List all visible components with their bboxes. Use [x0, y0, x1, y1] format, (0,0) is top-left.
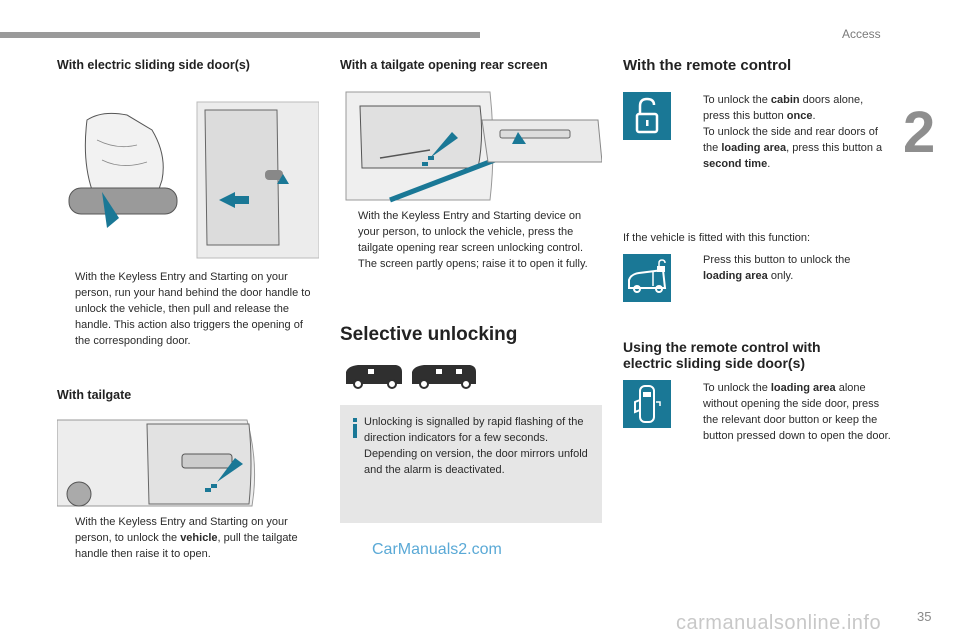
remote-item-loading-only: Press this button to unlock the loading …: [703, 254, 851, 282]
remote-item-cabin: To unlock the cabin doors alone, press t…: [703, 94, 864, 122]
van-unlock-icon: [628, 259, 667, 293]
fitted-function-text: If the vehicle is fitted with this funct…: [623, 232, 811, 244]
van-top-view-icon: [634, 385, 661, 423]
paragraph-tailgate: With the Keyless Entry and Starting on y…: [75, 516, 298, 560]
chapter-number: 2: [903, 100, 936, 165]
remote-unlock-button-tile: [623, 92, 671, 140]
page-number: 35: [917, 609, 932, 624]
heading-remote-control: With the remote control: [623, 57, 792, 74]
paragraph-rear-screen: With the Keyless Entry and Starting devi…: [358, 210, 588, 270]
paragraph-sliding-door: With the Keyless Entry and Starting on y…: [75, 271, 311, 347]
info-text: Unlocking is signalled by rapid flashing…: [364, 416, 588, 476]
heading-rear-screen: With a tailgate opening rear screen: [340, 58, 548, 72]
rear-screen-illustration: [345, 91, 602, 203]
tailgate-illustration: [57, 419, 256, 507]
sliding-door-illustration: [68, 101, 319, 259]
watermark-site[interactable]: carmanualsonline.info: [676, 612, 882, 634]
info-box: [340, 405, 602, 523]
heading-electric-sliding-door: With electric sliding side door(s): [57, 58, 250, 72]
header-rule: [0, 32, 480, 38]
info-icon: [353, 418, 357, 438]
sliding-door-button-tile: [623, 380, 671, 428]
van-silhouettes-illustration: [346, 365, 476, 389]
loading-area-button-tile: [623, 254, 671, 302]
remote-item-loading-area: To unlock the side and rear doors of the…: [703, 126, 883, 170]
padlock-open-icon: [635, 97, 659, 134]
watermark-logo[interactable]: CarManuals2.com: [372, 541, 502, 558]
section-label: Access: [842, 27, 881, 41]
heading-tailgate: With tailgate: [57, 388, 132, 402]
heading-selective-unlocking: Selective unlocking: [340, 324, 518, 345]
remote-item-sliding: To unlock the loading area alone without…: [703, 382, 891, 442]
